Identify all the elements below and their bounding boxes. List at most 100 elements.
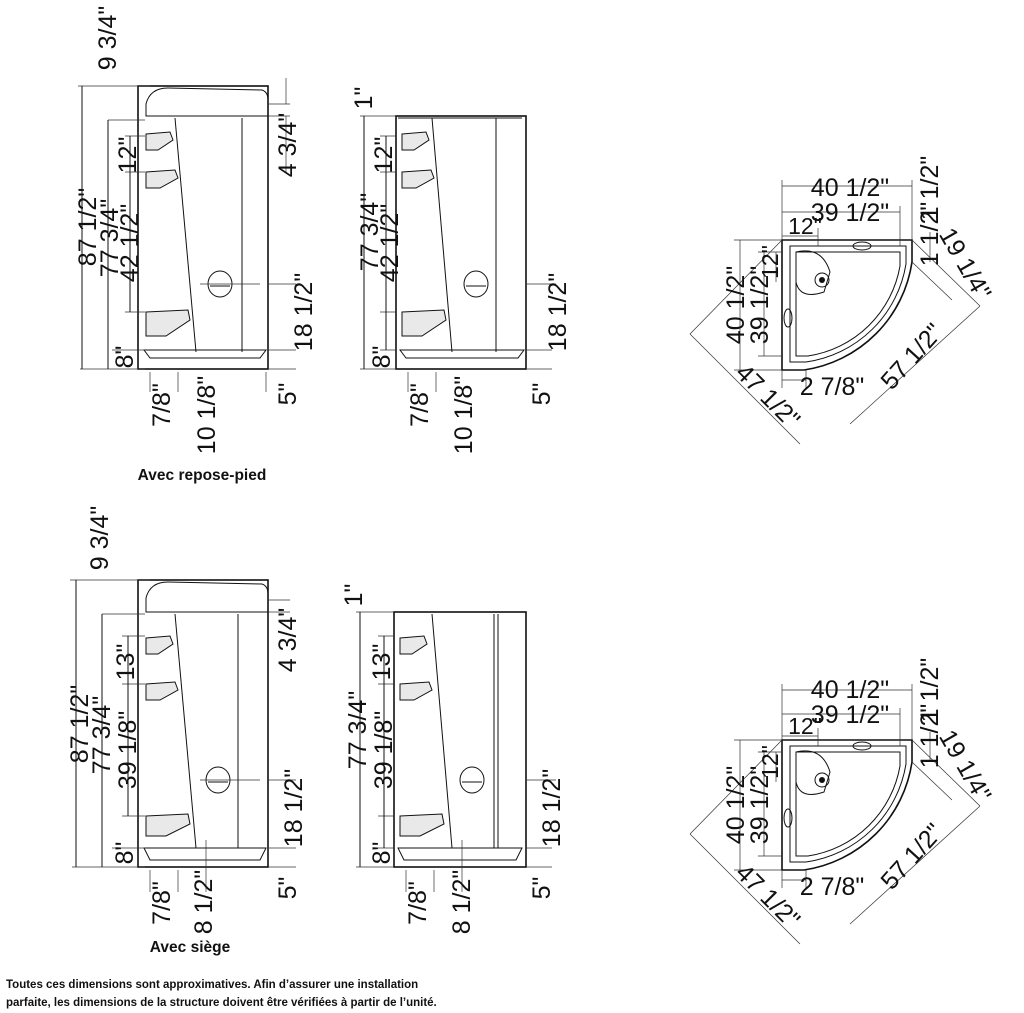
dim-right-small: 1 1/2" <box>916 156 944 220</box>
dim-right-small-2: 1 1/2" <box>916 704 944 768</box>
dim-top-offset: 9 3/4" <box>94 6 122 70</box>
dim-side-inner: 39 1/2" <box>746 766 774 844</box>
dim-mid-height: 77 3/4" <box>88 696 116 774</box>
dim-top-offset: 1" <box>350 87 378 110</box>
dim-total-height: 87 1/2" <box>74 188 102 266</box>
panel-edge <box>174 117 197 353</box>
panel-edge <box>431 117 453 353</box>
dim-lip: 7/8" <box>148 881 176 925</box>
dim-valve: 18 1/2" <box>544 273 572 351</box>
dim-bottom-right: 5" <box>528 383 556 406</box>
dim-right-small: 1 1/2" <box>916 658 944 722</box>
base-tray <box>397 847 523 861</box>
dim-valve: 18 1/2" <box>290 273 318 351</box>
dim-width-outer: 40 1/2" <box>811 676 889 704</box>
footrest-shelf <box>401 309 447 337</box>
dimension-lines <box>81 86 131 369</box>
seat <box>399 813 445 837</box>
top-cap <box>145 87 269 117</box>
dim-base: 8" <box>111 346 139 369</box>
seat <box>145 813 191 837</box>
base-outline <box>781 239 913 371</box>
dim-drain: 8 1/2" <box>448 870 476 934</box>
dim-drain-offset: 2 7/8" <box>800 373 864 401</box>
dim-shelf-gap: 13" <box>368 644 396 681</box>
dim-mid-height: 77 3/4" <box>344 691 372 769</box>
dim-width-inner: 39 1/2" <box>811 701 889 729</box>
disclaimer-line-1: Toutes ces dimensions sont approximative… <box>6 979 418 991</box>
shelf <box>145 635 174 655</box>
dim-corner: 12" <box>788 213 822 239</box>
dim-width-outer: 40 1/2" <box>811 174 889 202</box>
dim-valve: 18 1/2" <box>538 769 566 847</box>
elevation-top-left <box>78 78 296 392</box>
dim-shelf-gap: 13" <box>112 644 140 681</box>
base-tray <box>143 349 267 359</box>
dim-mid-height: 77 3/4" <box>96 199 124 277</box>
shelf <box>145 681 179 701</box>
plan-view-bottom <box>689 684 981 945</box>
dim-lip: 7/8" <box>148 383 176 427</box>
shelf <box>399 681 433 701</box>
unit-outline <box>393 611 527 868</box>
flange-icon <box>783 808 793 828</box>
dim-drain: 8 1/2" <box>190 870 218 934</box>
dim-drain: 10 1/8" <box>193 376 221 454</box>
base-tray <box>399 349 525 359</box>
dim-right-top: 4 3/4" <box>274 113 302 177</box>
dim-valve: 18 1/2" <box>280 769 308 847</box>
dim-shelf-gap: 12" <box>370 137 398 174</box>
elevation-top-right <box>360 115 556 392</box>
dim-mid-height: 77 3/4" <box>356 193 384 271</box>
dim-shelf-gap: 12" <box>114 137 142 174</box>
dim-right-top: 4 3/4" <box>274 608 302 672</box>
dim-corner: 12" <box>788 713 822 739</box>
unit-outline <box>137 85 269 370</box>
flange-icon <box>852 741 872 751</box>
dim-side-inner: 39 1/2" <box>746 266 774 344</box>
base-tray <box>143 847 267 861</box>
drain-icon <box>814 272 830 288</box>
dim-top-offset: 9 3/4" <box>86 506 114 570</box>
disclaimer-line-2: parfaite, les dimensions de la structure… <box>6 997 437 1009</box>
drain-icon <box>814 772 830 788</box>
dim-lip: 7/8" <box>406 383 434 427</box>
dim-diag-long: 57 1/2" <box>875 318 948 395</box>
unit-outline <box>137 579 269 868</box>
base-outline <box>781 739 913 871</box>
valve-icon <box>463 270 489 298</box>
panel-edge <box>174 613 197 849</box>
dim-width-inner: 39 1/2" <box>811 199 889 227</box>
caption-bottom: Avec siège <box>150 939 231 956</box>
dim-shelf-height: 39 1/8" <box>114 711 142 789</box>
dim-shelf-height: 42 1/2" <box>376 204 404 282</box>
plan-view-top <box>689 180 981 445</box>
dim-shelf-height: 39 1/8" <box>370 711 398 789</box>
dim-base: 8" <box>368 346 396 369</box>
panel-edge <box>431 613 453 849</box>
dim-shelf-height: 42 1/2" <box>116 204 144 282</box>
flange-icon <box>783 308 793 328</box>
dim-diag-long: 57 1/2" <box>875 818 948 895</box>
caption-top: Avec repose-pied <box>138 467 267 484</box>
dim-base: 8" <box>368 842 396 865</box>
dim-side-outer: 40 1/2" <box>722 266 750 344</box>
dim-top-offset: 1" <box>340 584 368 607</box>
dim-bottom-right: 5" <box>274 383 302 406</box>
shelf <box>145 169 179 189</box>
elevation-bottom-left <box>70 579 296 892</box>
valve-icon <box>459 766 485 794</box>
dim-left-small: 12" <box>757 245 783 279</box>
shelf <box>401 131 430 151</box>
dim-right-small-2: 1 1/2" <box>916 202 944 266</box>
shelf <box>401 169 435 189</box>
dim-lip: 7/8" <box>404 881 432 925</box>
footrest-shelf <box>145 309 191 337</box>
shelf <box>399 635 428 655</box>
flange-icon <box>852 241 872 251</box>
dim-bottom-right: 5" <box>528 877 556 900</box>
dim-drain-offset: 2 7/8" <box>800 873 864 901</box>
shelf <box>145 131 174 151</box>
unit-outline <box>395 115 527 370</box>
